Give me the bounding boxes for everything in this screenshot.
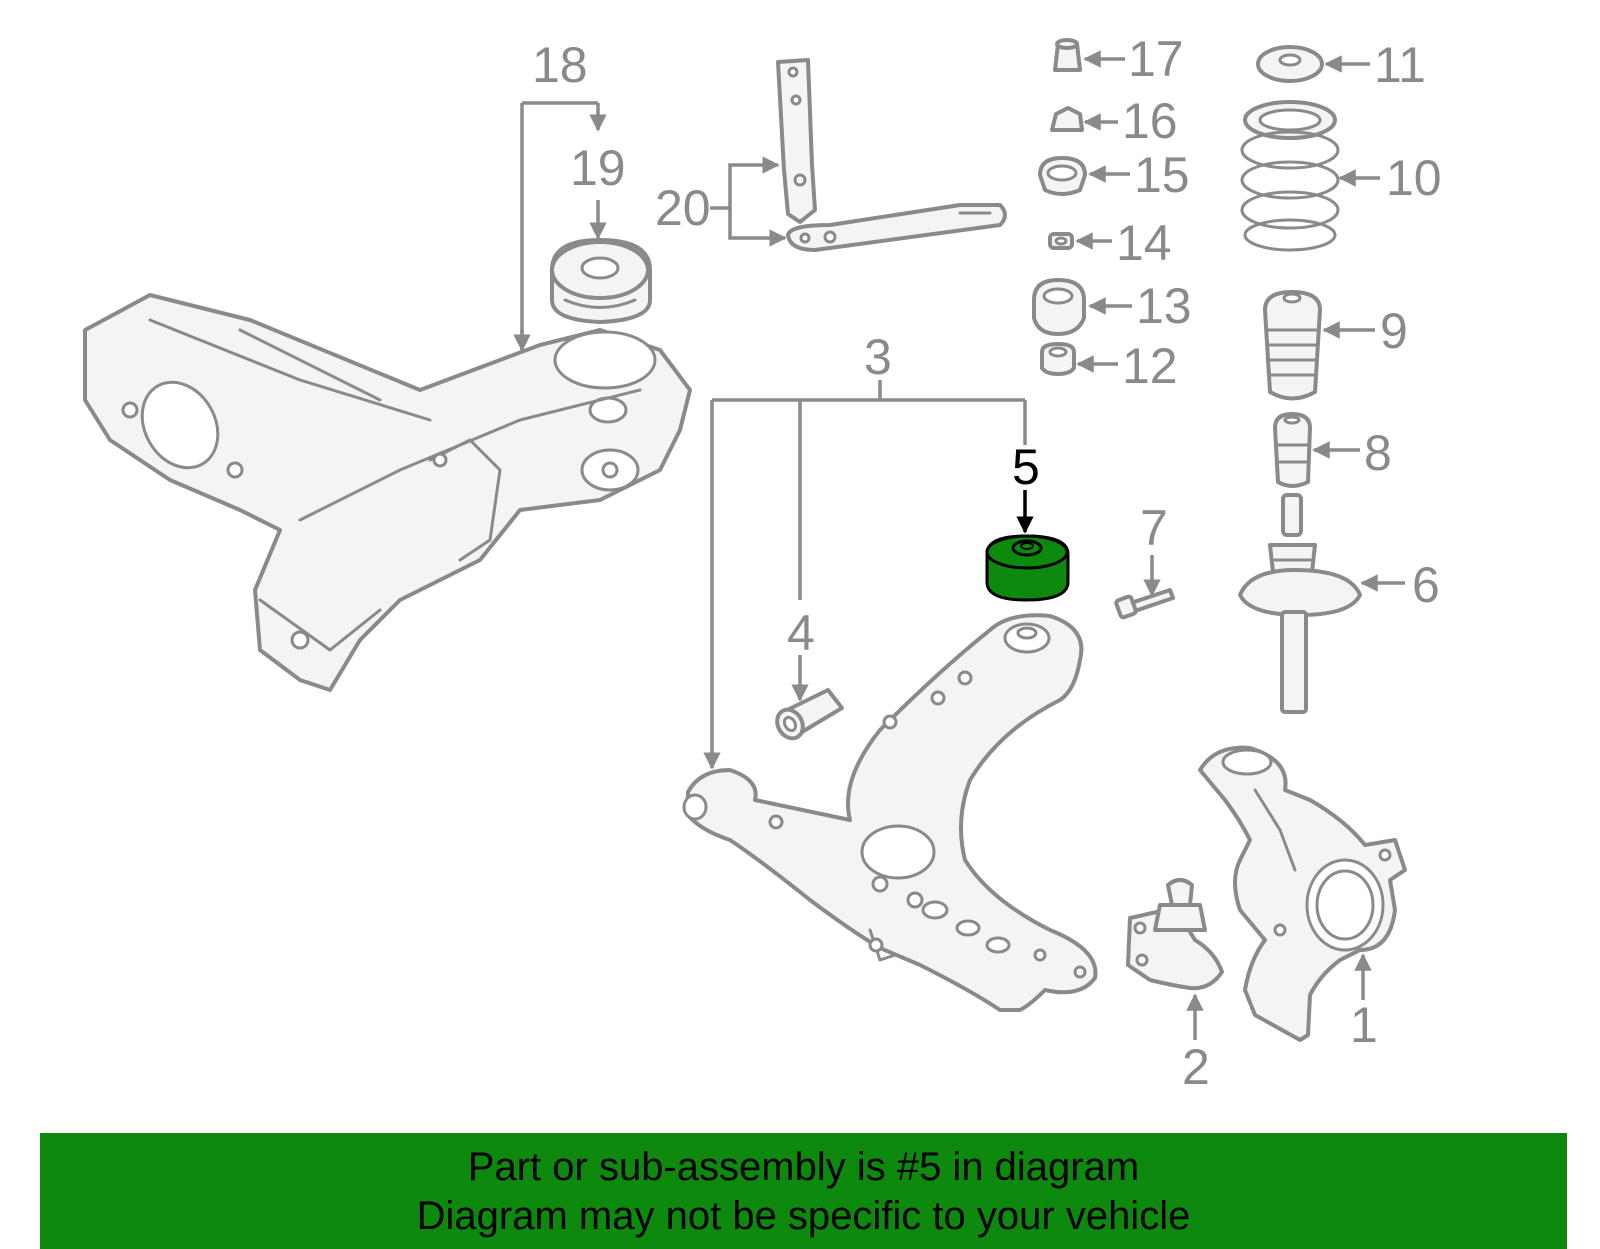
callout-9: 9 <box>1380 303 1408 359</box>
callout-10: 10 <box>1386 150 1442 206</box>
info-banner: Part or sub-assembly is #5 in diagram Di… <box>40 1133 1567 1249</box>
bushing-5-highlighted[interactable] <box>985 534 1070 602</box>
bushing-4 <box>775 688 844 741</box>
callout-20: 20 <box>655 180 711 236</box>
callout-13: 13 <box>1136 278 1192 334</box>
subframe-mount <box>550 238 652 324</box>
control-arm <box>682 613 1098 1012</box>
callout-4: 4 <box>787 605 815 661</box>
bushing-15 <box>1038 156 1087 196</box>
callout-19: 19 <box>570 140 626 196</box>
callout-2: 2 <box>1182 1039 1210 1095</box>
callout-14: 14 <box>1116 215 1172 271</box>
callout-8: 8 <box>1364 425 1392 481</box>
callout-3: 3 <box>864 329 892 385</box>
callout-18: 18 <box>532 37 588 93</box>
callout-5: 5 <box>1012 439 1040 495</box>
callout-17: 17 <box>1128 31 1184 87</box>
leader-lines <box>513 50 1405 1040</box>
bushing-13 <box>1032 278 1086 336</box>
callout-12: 12 <box>1122 338 1178 394</box>
callout-labels: 1 2 3 4 5 6 7 8 9 10 11 12 13 14 15 16 1… <box>532 31 1442 1095</box>
callout-1: 1 <box>1350 997 1378 1053</box>
bolt-7 <box>1114 588 1175 620</box>
coil-spring-10 <box>1240 100 1340 252</box>
callout-16: 16 <box>1122 93 1178 149</box>
ball-joint <box>1126 878 1224 991</box>
steering-knuckle <box>1198 745 1407 1042</box>
banner-line-1: Part or sub-assembly is #5 in diagram <box>467 1145 1140 1189</box>
callout-15: 15 <box>1134 147 1190 203</box>
callout-7: 7 <box>1140 500 1168 556</box>
strut-mount-11 <box>1256 45 1324 83</box>
nut-16 <box>1050 106 1084 132</box>
subframe <box>83 293 692 692</box>
dust-boot-9 <box>1263 290 1322 401</box>
strut-6 <box>1238 493 1362 714</box>
link-assembly <box>776 58 1007 252</box>
bump-stop-8 <box>1273 412 1312 488</box>
washer-14 <box>1048 232 1074 250</box>
banner-line-2: Diagram may not be specific to your vehi… <box>416 1194 1191 1238</box>
callout-6: 6 <box>1412 557 1440 613</box>
bushing-12 <box>1040 342 1076 376</box>
callout-11: 11 <box>1374 37 1426 93</box>
bushing-17 <box>1053 38 1082 72</box>
